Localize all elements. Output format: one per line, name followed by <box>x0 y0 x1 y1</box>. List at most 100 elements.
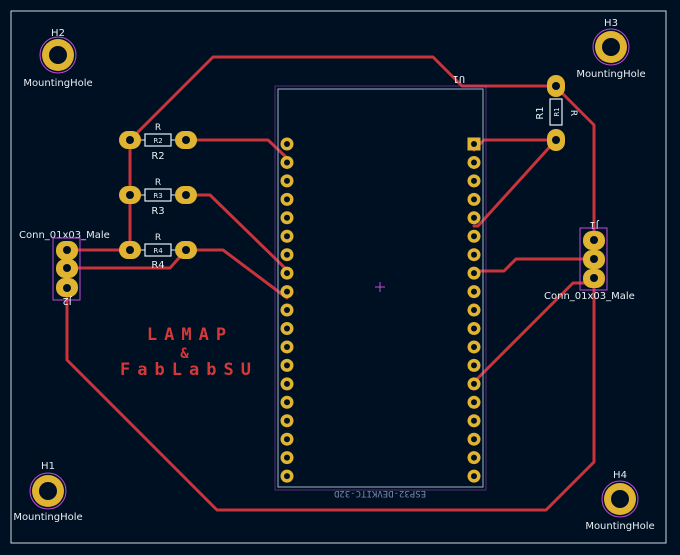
r1-body-label: R1 <box>553 107 561 116</box>
j2-pad-1-hole <box>63 246 71 254</box>
u1-pin-hole <box>471 141 477 147</box>
h1-hole <box>39 482 57 500</box>
h2-hole <box>49 46 67 64</box>
track-r2-to-u1 <box>184 138 289 160</box>
h1-ref-label: H1 <box>41 461 55 472</box>
j2-pad-3-hole <box>63 284 71 292</box>
u1-pin-hole <box>471 343 477 350</box>
resistor-r1: R1 R1 R <box>535 75 578 151</box>
u1-pin-hole <box>284 399 290 406</box>
u1-pin-hole <box>284 454 290 461</box>
u1-pin-hole <box>284 141 290 147</box>
u1-pin-hole <box>471 270 477 277</box>
h3-hole <box>602 38 620 56</box>
j2-value-label: Conn_01x03_Male <box>19 230 110 241</box>
resistor-r3: R R3 R3 <box>119 178 197 217</box>
u1-pin-hole <box>471 380 477 387</box>
r2-body-label: R2 <box>153 137 162 145</box>
u1-pin-hole <box>471 473 477 480</box>
u1-ref-label: U1 <box>453 73 465 84</box>
u1-pin-hole <box>471 436 477 443</box>
u1-pin-hole <box>471 288 477 295</box>
u1-pin-hole <box>471 307 477 314</box>
u1-pins-right <box>467 137 481 483</box>
u1-pin-hole <box>284 436 290 443</box>
logo-line-2: & <box>180 346 195 362</box>
u1-fab-outline <box>277 88 484 488</box>
r1-body <box>549 98 563 126</box>
h1-courtyard <box>29 472 67 510</box>
h4-hole <box>611 490 629 508</box>
u1-value-label: ESP32-DEVKITC-32D <box>334 488 426 498</box>
u1-pin-hole <box>284 325 290 332</box>
u1-pin-hole <box>471 362 477 369</box>
connector-j2: Conn_01x03_Male J2 <box>19 230 110 306</box>
u1-module: U1 ESP32-DEVKITC-32D <box>274 73 487 498</box>
h4-value-label: MountingHole <box>585 521 654 532</box>
r2-ref-label: R2 <box>151 151 164 162</box>
u1-pin-hole <box>471 177 477 184</box>
h3-courtyard <box>592 28 630 66</box>
r2-value-label: R <box>155 123 161 133</box>
mounting-hole-h2: H2 MountingHole <box>23 28 92 89</box>
h4-ref-label: H4 <box>613 470 627 481</box>
u1-pin-hole <box>284 362 290 369</box>
connector-j1: J1 Conn_01x03_Male <box>544 219 635 302</box>
u1-pin-hole <box>284 417 290 424</box>
r1-pad-1-hole <box>552 82 560 90</box>
u1-pin-hole <box>471 251 477 258</box>
u1-pin-hole <box>284 196 290 203</box>
u1-pins-left <box>280 137 294 483</box>
r3-pad-2-hole <box>182 191 190 199</box>
h3-ref-label: H3 <box>604 18 618 29</box>
u1-pin-hole <box>284 233 290 240</box>
resistor-r2: R R2 R2 <box>119 123 197 162</box>
u1-pin-hole <box>471 399 477 406</box>
u1-pin-hole <box>284 380 290 387</box>
u1-pin-hole <box>284 288 290 295</box>
j1-ref-label: J1 <box>589 219 599 230</box>
silkscreen-logo: LAMAP & FabLabSU <box>120 325 258 380</box>
track-r1-to-j1 <box>472 138 558 228</box>
logo-line-1: LAMAP <box>147 325 233 345</box>
r2-pad-2-hole <box>182 136 190 144</box>
h1-value-label: MountingHole <box>13 512 82 523</box>
u1-pin-hole <box>471 454 477 461</box>
u1-pin-hole <box>284 214 290 221</box>
u1-pin-hole <box>284 159 290 166</box>
u1-pin-hole <box>471 325 477 332</box>
u1-pin-hole <box>284 177 290 184</box>
j1-pad-1-hole <box>590 236 598 244</box>
h3-value-label: MountingHole <box>576 69 645 80</box>
track-r4-to-u1 <box>184 248 289 300</box>
u1-pin-hole <box>284 270 290 277</box>
j2-courtyard <box>52 237 81 301</box>
u1-pin-hole <box>471 417 477 424</box>
u1-pin-hole <box>471 233 477 240</box>
track-top-loop <box>128 55 596 238</box>
j2-ref-label: J2 <box>62 295 72 306</box>
r4-pad-1-hole <box>126 246 134 254</box>
track-bottom-loop <box>65 274 596 512</box>
r4-pad-2-hole <box>182 246 190 254</box>
u1-pin-hole <box>471 159 477 166</box>
h2-value-label: MountingHole <box>23 78 92 89</box>
j1-value-label: Conn_01x03_Male <box>544 291 635 302</box>
r3-pad-1-hole <box>126 191 134 199</box>
track-u1-to-j1-mid <box>472 257 596 273</box>
u1-pin-hole <box>284 473 290 480</box>
board-edge <box>10 10 667 544</box>
r4-value-label: R <box>155 233 161 243</box>
logo-line-3: FabLabSU <box>120 360 258 380</box>
mounting-hole-h1: H1 MountingHole <box>13 461 82 523</box>
r1-value-label: R <box>568 110 578 116</box>
resistor-r4: R R4 R4 <box>119 233 197 271</box>
r4-body-label: R4 <box>153 247 163 255</box>
r3-body-label: R3 <box>153 192 162 200</box>
j1-pad-3-hole <box>590 274 598 282</box>
mounting-hole-h3: H3 MountingHole <box>576 18 645 80</box>
mounting-hole-h4: H4 MountingHole <box>585 470 654 532</box>
u1-courtyard <box>274 85 487 491</box>
r1-ref-label: R1 <box>535 106 546 119</box>
